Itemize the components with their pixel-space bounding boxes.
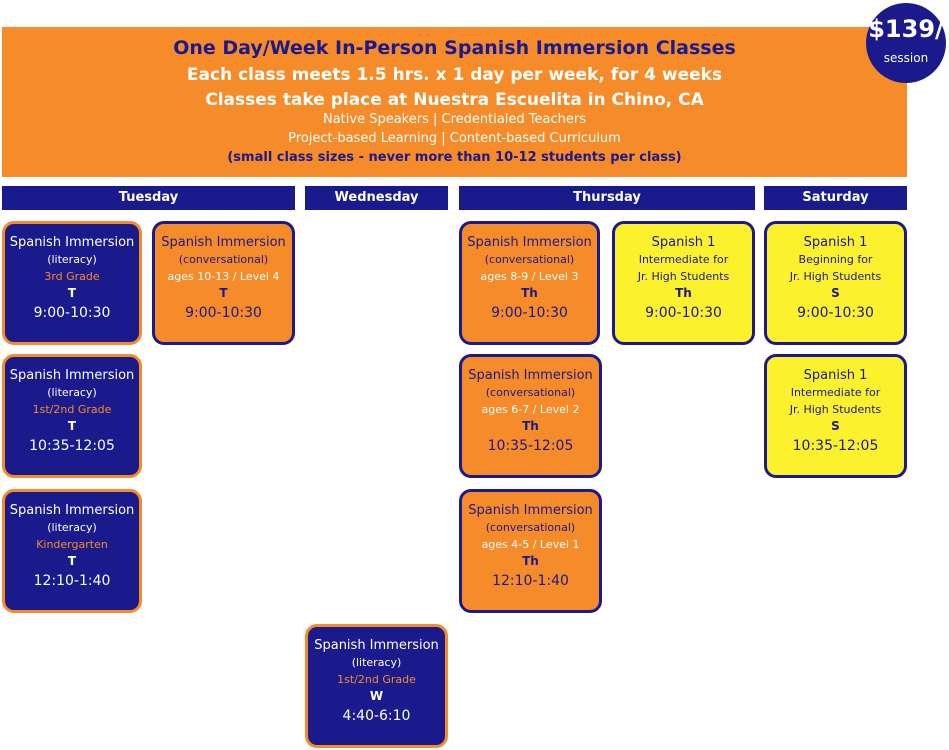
class-type: Intermediate for (790, 386, 881, 399)
class-day-code: T (67, 554, 77, 568)
class-type: (conversational) (484, 253, 575, 266)
class-time: 9:00-10:30 (645, 305, 722, 321)
class-day-code: Th (522, 554, 539, 568)
class-time: 9:00-10:30 (185, 305, 262, 321)
header-title: One Day/Week In-Person Spanish Immersion… (173, 37, 736, 59)
class-type: (literacy) (47, 521, 97, 534)
class-level: 3rd Grade (44, 270, 100, 283)
class-type: (literacy) (47, 253, 97, 266)
day-header-thursday: Thursday (459, 186, 755, 210)
class-time: 12:10-1:40 (33, 573, 111, 589)
class-card-tue-literacy-3rd: Spanish Immersion (literacy) 3rd Grade T… (2, 221, 142, 345)
class-card-tue-conversational-level4: Spanish Immersion (conversational) ages … (152, 221, 295, 345)
class-level: Jr. High Students (637, 270, 730, 283)
price-badge: $139/ session (866, 3, 946, 83)
class-time: 10:35-12:05 (487, 438, 574, 454)
class-level: ages 10-13 / Level 4 (167, 270, 280, 283)
class-day-code: Th (521, 286, 538, 300)
class-time: 4:40-6:10 (342, 708, 411, 724)
class-day-code: T (67, 419, 77, 433)
header-line-location: Classes take place at Nuestra Escuelita … (205, 90, 704, 110)
class-card-thu-conversational-level3: Spanish Immersion (conversational) ages … (459, 221, 600, 345)
class-card-sat-spanish1-intermediate: Spanish 1 Intermediate for Jr. High Stud… (764, 354, 907, 478)
class-type: Beginning for (798, 253, 873, 266)
class-level: ages 6-7 / Level 2 (481, 403, 580, 416)
class-day-code: Th (522, 419, 539, 433)
header-line-curriculum: Project-based Learning | Content-based C… (288, 131, 621, 146)
class-level: ages 8-9 / Level 3 (480, 270, 579, 283)
class-card-tue-literacy-kindergarten: Spanish Immersion (literacy) Kindergarte… (2, 489, 142, 613)
class-time: 9:00-10:30 (797, 305, 874, 321)
class-title: Spanish Immersion (9, 503, 135, 518)
header-line-teachers: Native Speakers | Credentialed Teachers (322, 112, 586, 127)
class-day-code: S (831, 286, 840, 300)
class-title: Spanish Immersion (467, 235, 592, 250)
class-card-sat-spanish1-beginning: Spanish 1 Beginning for Jr. High Student… (764, 221, 907, 345)
class-level: Jr. High Students (789, 403, 882, 416)
header-line-schedule: Each class meets 1.5 hrs. x 1 day per we… (186, 65, 723, 85)
class-title: Spanish Immersion (9, 235, 135, 250)
class-type: (conversational) (485, 386, 576, 399)
class-type: (literacy) (351, 656, 402, 669)
class-title: Spanish 1 (803, 235, 868, 250)
class-level: 1st/2nd Grade (337, 673, 416, 686)
header-banner: One Day/Week In-Person Spanish Immersion… (2, 27, 907, 177)
class-card-thu-conversational-level2: Spanish Immersion (conversational) ages … (459, 354, 602, 478)
class-type: (conversational) (178, 253, 269, 266)
class-level: ages 4-5 / Level 1 (481, 538, 580, 551)
class-title: Spanish 1 (803, 368, 868, 383)
class-time: 9:00-10:30 (33, 305, 111, 321)
class-type: Intermediate for (638, 253, 729, 266)
class-type: (literacy) (47, 386, 97, 399)
class-level: Jr. High Students (789, 270, 882, 283)
class-card-tue-literacy-1st2nd: Spanish Immersion (literacy) 1st/2nd Gra… (2, 354, 142, 478)
class-time: 12:10-1:40 (492, 573, 569, 589)
class-level: 1st/2nd Grade (32, 403, 112, 416)
class-title: Spanish 1 (651, 235, 716, 250)
day-header-saturday: Saturday (764, 186, 907, 210)
header-line-class-size: (small class sizes - never more than 10-… (227, 150, 682, 165)
class-title: Spanish Immersion (9, 368, 135, 383)
price-unit: session (883, 51, 929, 65)
class-time: 10:35-12:05 (29, 438, 115, 454)
class-time: 10:35-12:05 (792, 438, 879, 454)
class-day-code: T (67, 286, 77, 300)
day-header-tuesday: Tuesday (2, 186, 295, 210)
class-time: 9:00-10:30 (491, 305, 568, 321)
class-day-code: S (831, 419, 840, 433)
class-title: Spanish Immersion (161, 235, 286, 250)
class-level: Kindergarten (36, 538, 108, 551)
class-day-code: T (219, 286, 228, 300)
day-header-wednesday: Wednesday (305, 186, 448, 210)
price-amount: $139/ (868, 15, 944, 43)
class-card-wed-literacy-1st2nd: Spanish Immersion (literacy) 1st/2nd Gra… (305, 624, 448, 748)
class-title: Spanish Immersion (468, 368, 593, 383)
class-type: (conversational) (485, 521, 576, 534)
class-title: Spanish Immersion (314, 638, 439, 653)
class-card-thu-conversational-level1: Spanish Immersion (conversational) ages … (459, 489, 602, 613)
class-day-code: Th (675, 286, 692, 300)
class-card-thu-spanish1-intermediate: Spanish 1 Intermediate for Jr. High Stud… (612, 221, 755, 345)
class-day-code: W (369, 689, 384, 703)
class-title: Spanish Immersion (468, 503, 593, 518)
